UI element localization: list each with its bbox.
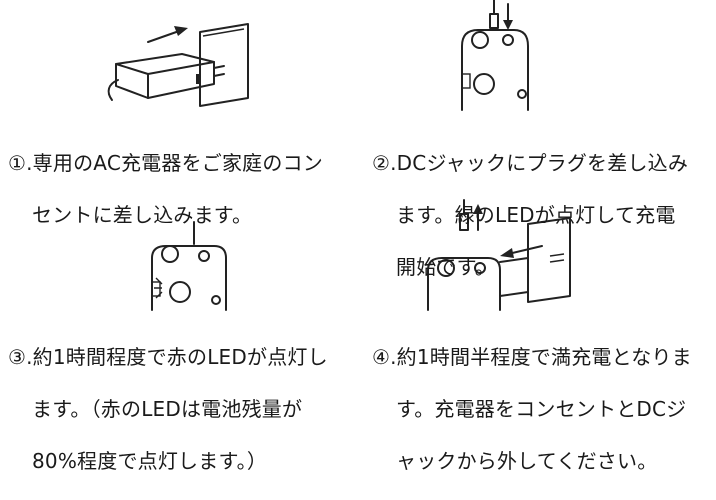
red-led-charging-icon [151,221,227,311]
step-2-line-2: ます。緑のLEDが点灯して充電 [396,203,676,227]
step-1-line-2: セントに差し込みます。 [32,203,253,227]
plug-into-dc-jack-icon [461,0,529,111]
step-1-illustration [107,20,268,110]
step-4-line-2: す。充電器をコンセントとDCジ [396,397,687,421]
step-3-line-3: 80%程度で点灯します。） [32,449,268,473]
step-4-line-3: ャックから外してください。 [396,449,658,473]
step-4-illustration [418,199,578,312]
step-2-line-1: ②.DCジャックにプラグを差し込み [372,151,689,175]
step-2-line-3: 開始です。 [396,255,495,279]
step-4-text: ④.約1時間半程度で満充電となりま す。充電器をコンセントとDCジ ャックから外… [372,318,692,500]
step-3-text: ③.約1時間程度で赤のLEDが点灯し ます。（赤のLEDは電池残量が 80%程度… [8,318,328,500]
step-3-line-1: ③.約1時間程度で赤のLEDが点灯し [8,345,328,369]
step-3-line-2: ます。（赤のLEDは電池残量が [32,397,303,421]
ac-adapter-into-outlet-icon [107,23,249,107]
step-2-illustration [450,0,540,112]
unplug-charger-icon [427,199,571,311]
step-1-text: ①.専用のAC充電器をご家庭のコン セントに差し込みます。 [8,124,323,254]
step-4-line-1: ④.約1時間半程度で満充電となりま [372,345,692,369]
step-2-text: ②.DCジャックにプラグを差し込み ます。緑のLEDが点灯して充電 開始です。 [372,124,688,306]
step-1-line-1: ①.専用のAC充電器をご家庭のコン [8,151,323,175]
step-3-illustration [144,221,234,312]
